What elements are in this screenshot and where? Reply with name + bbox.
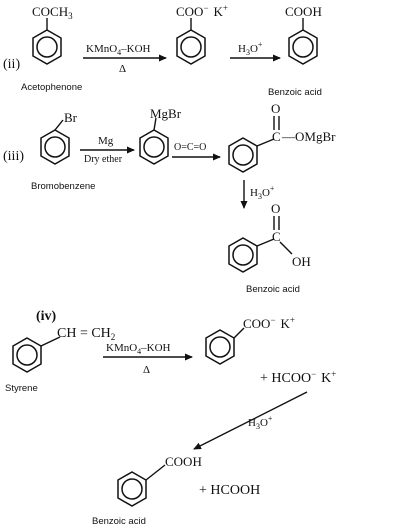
benzoic-acid-name: Benzoic acid <box>92 516 146 527</box>
potassium-benzoate-structure <box>205 327 245 365</box>
reaction-ii-label: (ii) <box>3 57 20 72</box>
reaction-iv: (iv) CH = CH2 Styrene KMnO4–KOH Δ COO−K+… <box>5 309 336 527</box>
benzene-ring-circle <box>44 136 66 158</box>
carbonyl-oxygen: O <box>271 101 280 116</box>
carboxylic-acid-group: COOH <box>165 454 202 469</box>
benzene-ring <box>32 29 62 65</box>
bond <box>40 336 61 347</box>
potassium-benzoate-structure <box>176 18 206 65</box>
styrene-name: Styrene <box>5 383 38 394</box>
bromobenzene-name: Bromobenzene <box>31 181 95 192</box>
bromo-group: Br <box>64 110 78 125</box>
magnesium-bromide-group: MgBr <box>150 106 182 121</box>
formic-acid-byproduct: + HCOOH <box>199 483 260 498</box>
solvent-label: Dry ether <box>84 154 123 165</box>
magnesium-reagent: Mg <box>98 135 114 147</box>
acid-workup-reagent: H3O+ <box>238 40 263 57</box>
reaction-arrow <box>193 391 308 450</box>
benzene-ring <box>176 29 206 65</box>
acid-workup-reagent: H3O+ <box>250 184 275 201</box>
vinyl-group: CH = CH2 <box>57 326 115 342</box>
benzene-ring-circle <box>16 344 38 366</box>
reaction-ii: (ii) COCH3 Acetophenone KMnO4–KOH Δ COO−… <box>3 3 322 98</box>
acetophenone-name: Acetophenone <box>21 82 82 93</box>
bromobenzene-structure <box>40 119 70 165</box>
benzene-ring <box>40 129 70 165</box>
grignard-structure <box>139 117 169 165</box>
benzene-ring <box>139 129 169 165</box>
bond <box>279 241 293 255</box>
bond <box>54 119 64 131</box>
heat-condition: Δ <box>143 364 150 376</box>
bond <box>145 464 166 481</box>
oxidant-reagent: KMnO4–KOH <box>86 43 151 57</box>
bond <box>233 327 245 339</box>
carbonyl-carbon: C <box>272 129 281 144</box>
acetophenone-group: COCH3 <box>32 4 73 21</box>
carboxylic-acid-group: COOH <box>285 4 322 19</box>
benzene-ring-circle <box>232 144 254 166</box>
carbonyl-carbon: C <box>272 229 281 244</box>
magnesium-carboxylate-structure <box>228 116 280 173</box>
carboxylate-group: COO−K+ <box>176 3 228 19</box>
hydroxyl-group: OH <box>292 254 311 269</box>
benzene-ring-circle <box>143 136 165 158</box>
benzoic-acid-name: Benzoic acid <box>268 87 322 98</box>
omgbr-group: —OMgBr <box>281 129 336 144</box>
benzoic-acid-structure <box>288 18 318 65</box>
benzene-ring-circle <box>180 36 202 58</box>
carbonyl-oxygen: O <box>271 201 280 216</box>
benzoic-acid-name: Benzoic acid <box>246 284 300 295</box>
bond <box>256 238 275 247</box>
reaction-iii-label: (iii) <box>3 149 24 164</box>
bond <box>256 138 275 147</box>
benzoic-acid-structure <box>117 464 166 507</box>
oxidant-reagent: KMnO4–KOH <box>106 342 171 356</box>
benzene-ring-circle <box>209 336 231 358</box>
carbon-dioxide-reagent: O=C=O <box>174 142 206 153</box>
benzene-ring-circle <box>292 36 314 58</box>
styrene-structure <box>12 336 61 373</box>
benzene-ring-circle <box>36 36 58 58</box>
heat-condition: Δ <box>119 63 126 75</box>
carboxylate-group: COO−K+ <box>243 315 295 331</box>
benzene-ring-circle <box>121 478 143 500</box>
reaction-iv-label: (iv) <box>36 309 57 324</box>
formate-byproduct: + HCOO−K+ <box>260 369 336 386</box>
bond <box>153 117 157 131</box>
reaction-iii: (iii) Br Bromobenzene Mg Dry ether MgBr … <box>3 101 336 295</box>
acid-workup-reagent: H3O+ <box>248 414 273 431</box>
benzene-ring-circle <box>232 244 254 266</box>
acetophenone-structure <box>32 18 62 65</box>
benzene-ring <box>288 29 318 65</box>
benzoic-acid-structure <box>228 216 293 273</box>
